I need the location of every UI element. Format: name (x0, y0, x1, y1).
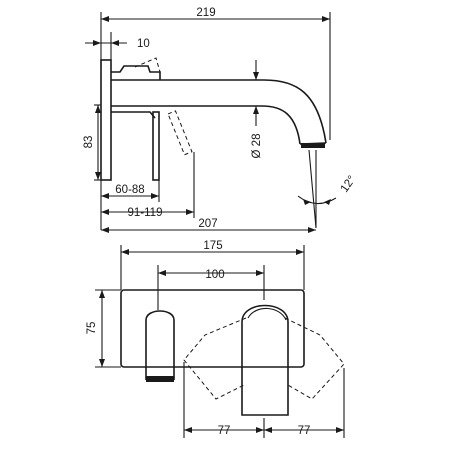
dim-77-left: 77 (218, 425, 231, 437)
arrow (158, 270, 166, 276)
wall-plate-side (100, 59, 112, 181)
dim-75: 75 (86, 322, 98, 335)
dim-91-119: 91-119 (128, 207, 163, 219)
arrow (95, 172, 101, 180)
spout-bottom (111, 105, 301, 145)
mixer-base (111, 111, 156, 119)
arrow (101, 209, 109, 215)
dim-219: 219 (196, 7, 215, 19)
dim-100: 100 (205, 269, 224, 281)
dim-10: 10 (137, 38, 150, 50)
dim-diameter-28: Ø 28 (251, 134, 263, 159)
arrow (308, 227, 316, 233)
swing-left (183, 317, 247, 400)
spout-front (145, 310, 175, 380)
arrow (264, 427, 272, 433)
arrow (253, 106, 259, 114)
arrow (186, 209, 194, 215)
arrow (303, 199, 311, 205)
dim-60-88: 60-88 (115, 184, 144, 196)
spout-aerator (146, 376, 174, 382)
arrow (111, 40, 119, 46)
arrow (253, 72, 259, 80)
dim-83: 83 (83, 136, 95, 149)
wall-plate-front (120, 289, 305, 368)
arrow (121, 249, 129, 255)
angle-leg (308, 149, 317, 229)
dim-175: 175 (203, 240, 222, 252)
arrow (101, 16, 109, 22)
arrow (184, 427, 192, 433)
aerator (301, 143, 325, 148)
arrow (256, 270, 264, 276)
arrow (324, 199, 331, 205)
spout-top (111, 79, 327, 144)
handle-swing (167, 110, 193, 156)
handle (152, 111, 160, 181)
arrow (95, 105, 101, 113)
arrow (296, 249, 304, 255)
handle-detail (247, 307, 287, 321)
dim-207: 207 (198, 218, 217, 230)
arrow (99, 290, 105, 298)
dim-angle: 12° (339, 174, 359, 195)
handle-front (241, 304, 289, 416)
dim-77-right: 77 (298, 425, 311, 437)
swing-right (284, 317, 345, 400)
mixer-body (111, 65, 161, 80)
arrow (99, 359, 105, 367)
arrow (256, 427, 264, 433)
angle-arc (297, 195, 337, 205)
arrow (101, 193, 109, 199)
arrow (336, 427, 344, 433)
hidden-lever (134, 57, 161, 80)
arrow (101, 227, 109, 233)
arrow (151, 193, 159, 199)
arrow (93, 40, 101, 46)
arrow (322, 16, 330, 22)
